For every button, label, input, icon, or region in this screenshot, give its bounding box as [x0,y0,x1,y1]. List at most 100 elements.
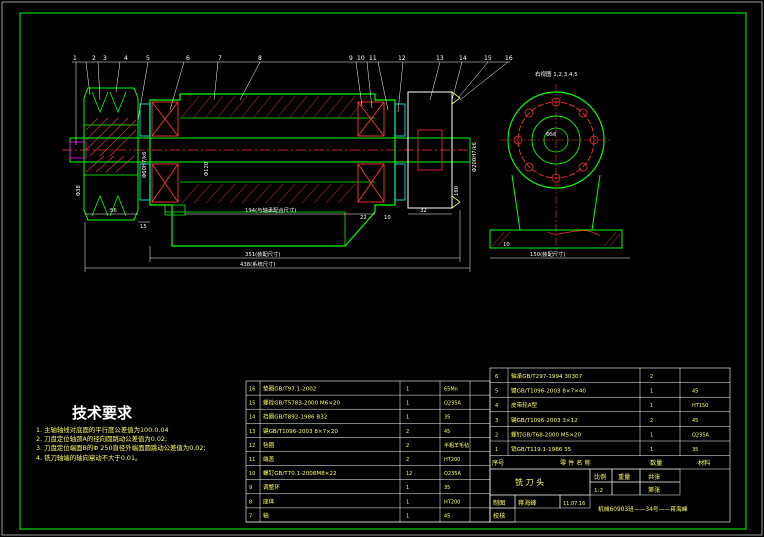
bom-grid [245,367,731,523]
bom-left-no: 14 [249,415,255,421]
bom-left-material: HT200 [444,499,460,505]
bom-left-qty: 1 [406,485,409,491]
bom-left-no: 15 [249,401,255,407]
bom-left-qty: 1 [406,499,409,505]
bom-left-qty: 2 [406,443,409,449]
bom-left-name: 轴 [263,511,269,519]
dim-center-height: 160 [454,185,460,196]
housing-bore [180,117,375,183]
bom-right-name: 螺钉GB/T68-2000 M5×20 [511,430,581,438]
drawn-by: 蒋海峰 [518,499,537,507]
bom-right-name: 销GB/T119.1-1986 35 [511,445,572,453]
cutter-hub [417,129,443,171]
bom-left-material: 半粗羊毛毡 [444,442,469,449]
bom-right-material: HT150 [692,403,708,409]
bom-right-no: 4 [495,403,498,409]
dim-left-56: 56 [110,208,117,214]
bom-left-name: 螺栓GB/T5783-2000 M6×20 [263,399,341,407]
bom-left-material: 35 [444,485,450,491]
bom-right-material: Q235A [692,432,709,438]
balloon-6: 6 [186,55,190,62]
bom-right-no: 5 [495,389,498,395]
balloon-12: 12 [398,55,406,62]
tech-requirements-title: 技术要求 [72,404,133,422]
bom-left-name: 垫圈GB/T97.1-2002 [263,385,316,393]
bom-left-material: 45 [444,429,450,435]
dim-total: 438(系统尺寸) [240,260,275,268]
bom-right-qty: 1 [650,432,653,438]
dim-inner: 194(与轴承配合尺寸) [245,206,296,214]
bom-left-material: 45 [444,513,450,519]
dim-10: 10 [384,215,391,221]
balloon-5: 5 [146,55,150,62]
side-view-label: 右视图 1,2,3,4,5 [535,70,578,78]
sheet-border [19,12,747,530]
dim-side-small: 10 [503,242,510,248]
bom-left-name: 端盖 [263,455,275,463]
dim-32: 32 [420,208,427,214]
bom-left-material: 65Mn [444,387,458,393]
tech-item-3: 3. 刀盘定位端面B的Φ 250直径外端面圆跳动公差值为0.02; [36,444,206,453]
bom-left-name: 挡圈GB/T892-1986 B32 [263,413,327,421]
dim-side-width: 150(装配尺寸) [530,250,565,258]
bom-left-qty: 1 [406,415,409,421]
bom-left-name: 座体 [263,497,275,505]
bom-left-qty: 2 [406,457,409,463]
bom-left-material: Q235A [444,471,461,477]
bom-header-name: 零 件 名 称 [560,459,591,467]
technical-requirements: 技术要求 1. 主轴轴线对底面的平行度公差值为100:0.04 2. 刀盘定位轴… [36,402,256,463]
bom-left-no: 8 [249,499,252,505]
bom-left-qty: 1 [406,387,409,393]
bom-left-qty: 12 [406,471,412,477]
bom-left-qty: 2 [406,429,409,435]
bom-right-material: 45 [692,389,698,395]
dim-phi-right: Φ200H7/k6 [472,142,478,172]
bom-left-name: 调整环 [263,483,280,491]
bom-right-no: 2 [495,432,498,438]
cutter-teeth [451,91,461,209]
cutter-disc [407,91,453,209]
balloon-2: 2 [92,55,96,62]
checked-label: 校核 [493,512,505,520]
class-info: 机械60903班——34号——蒋海峰 [598,505,688,513]
balloon-16: 16 [505,55,513,62]
bom-header-qty: 数量 [650,459,662,467]
dim-left-15: 15 [140,224,147,230]
bom-right-material: 35 [692,447,698,453]
balloon-1: 1 [73,55,77,62]
dim-phi-body: Φ120 [204,161,210,176]
balloon-8: 8 [258,55,262,62]
bom-left-no: 10 [249,471,255,477]
dim-phi-shaft: Φ60H7/k6 [142,151,148,178]
bom-right-no: 3 [495,418,498,424]
bom-left-name: 毡圈 [263,441,275,449]
dim-middle: 351(装配尺寸) [245,250,280,258]
bom-right-qty: 1 [650,403,653,409]
scale-value: 1:2 [594,488,603,494]
bom-right-name: 皮带轮A型 [511,401,538,409]
tech-item-2: 2. 刀盘定位轴颈A的径向圆跳动公差值为0.02; [36,435,168,444]
dimension-texts: 438(系统尺寸) 351(装配尺寸) 194(与轴承配合尺寸) 56 15 2… [110,206,565,268]
balloon-7: 7 [218,55,222,62]
housing-hatch-bottom [181,183,356,204]
bom-right-material: 45 [692,418,698,424]
dim-phi-left: Φ38 [76,184,82,196]
bom-right-qty: 1 [650,389,653,395]
bom-header-no: 序号 [492,459,504,467]
bearings [151,101,385,203]
bom-right-qty: 2 [650,418,653,424]
bom-left-qty: 1 [406,401,409,407]
bom-left-material: Q235A [444,401,461,407]
sheet-of: 第张 [648,486,661,494]
balloon-3: 3 [103,55,107,62]
balloon-10: 10 [357,55,365,62]
balloon-15: 15 [484,55,492,62]
end-caps [139,103,406,201]
balloon-13: 13 [436,55,444,62]
balloon-14: 14 [459,55,467,62]
bom-left-no: 7 [249,513,252,519]
